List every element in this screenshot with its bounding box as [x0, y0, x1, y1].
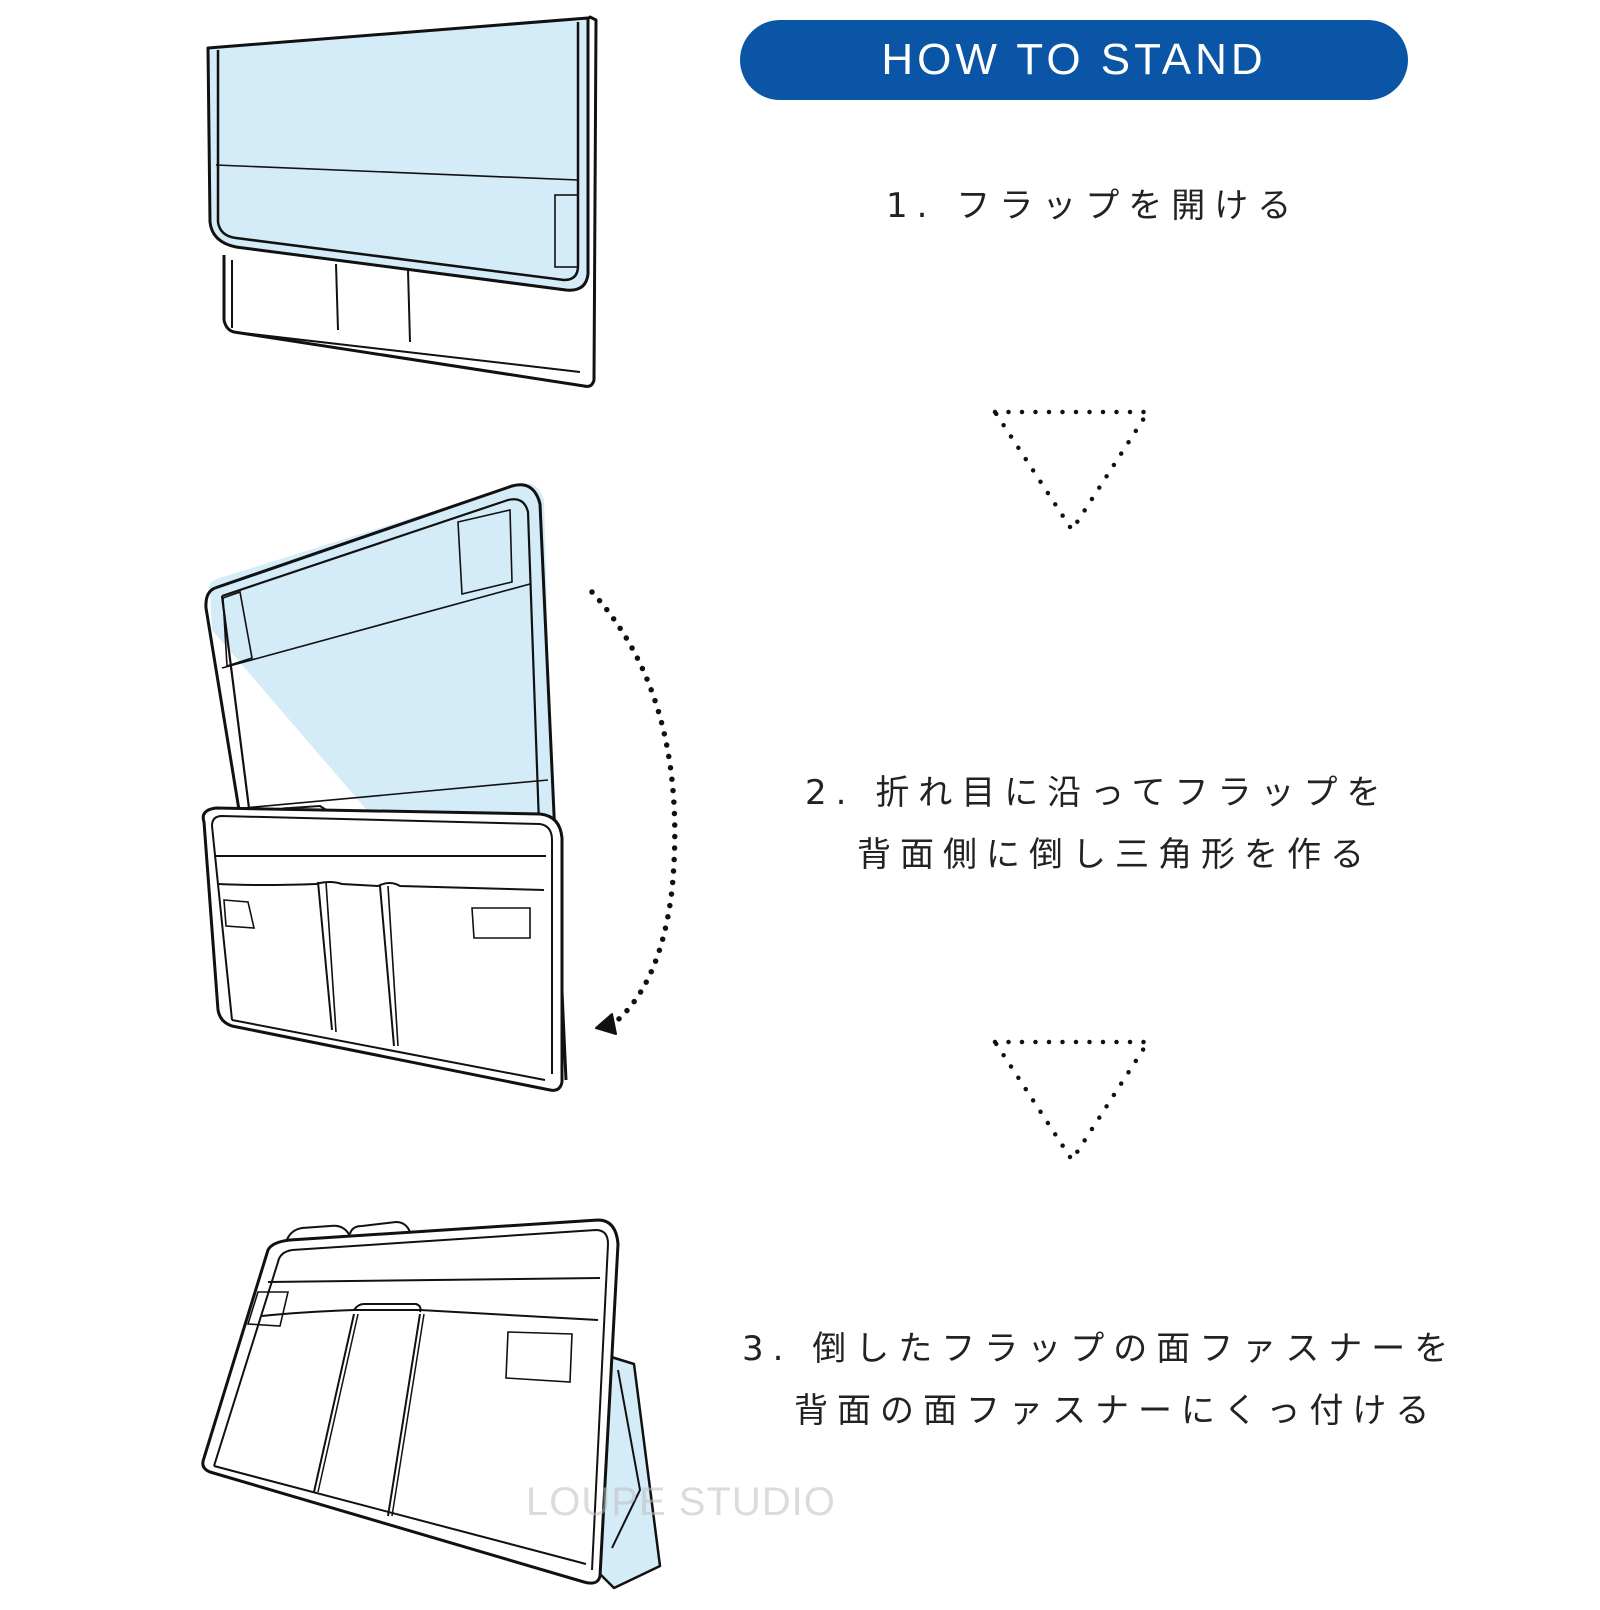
- step-3-instruction: 3. 倒したフラップの面ファスナーを 背面の面ファスナーにくっ付ける: [742, 1318, 1457, 1442]
- step-1-instruction: 1. フラップを開ける: [886, 175, 1300, 237]
- step-2-line-2: 背面側に倒し三角形を作る: [857, 835, 1373, 875]
- step-3-line-2: 背面の面ファスナーにくっ付ける: [794, 1391, 1439, 1431]
- folder-flap-open-illustration: [201, 483, 678, 1092]
- step-1-line-1: 1. フラップを開ける: [886, 186, 1301, 226]
- how-to-stand-header: HOW TO STAND: [740, 20, 1408, 100]
- folder-closed-illustration: [206, 15, 598, 388]
- step-3-line-1: 3. 倒したフラップの面ファスナーを: [742, 1329, 1458, 1369]
- step-2-line-1: 2. 折れ目に沿ってフラップを: [805, 773, 1390, 813]
- step-2-instruction: 2. 折れ目に沿ってフラップを 背面側に倒し三角形を作る: [805, 762, 1390, 886]
- folder-standing-illustration: [201, 1218, 662, 1590]
- dotted-down-triangle-icon: [990, 1039, 1153, 1165]
- watermark: LOUPE STUDIO: [526, 1480, 836, 1524]
- header-title: HOW TO STAND: [881, 35, 1267, 84]
- dotted-down-triangle-icon: [990, 409, 1153, 535]
